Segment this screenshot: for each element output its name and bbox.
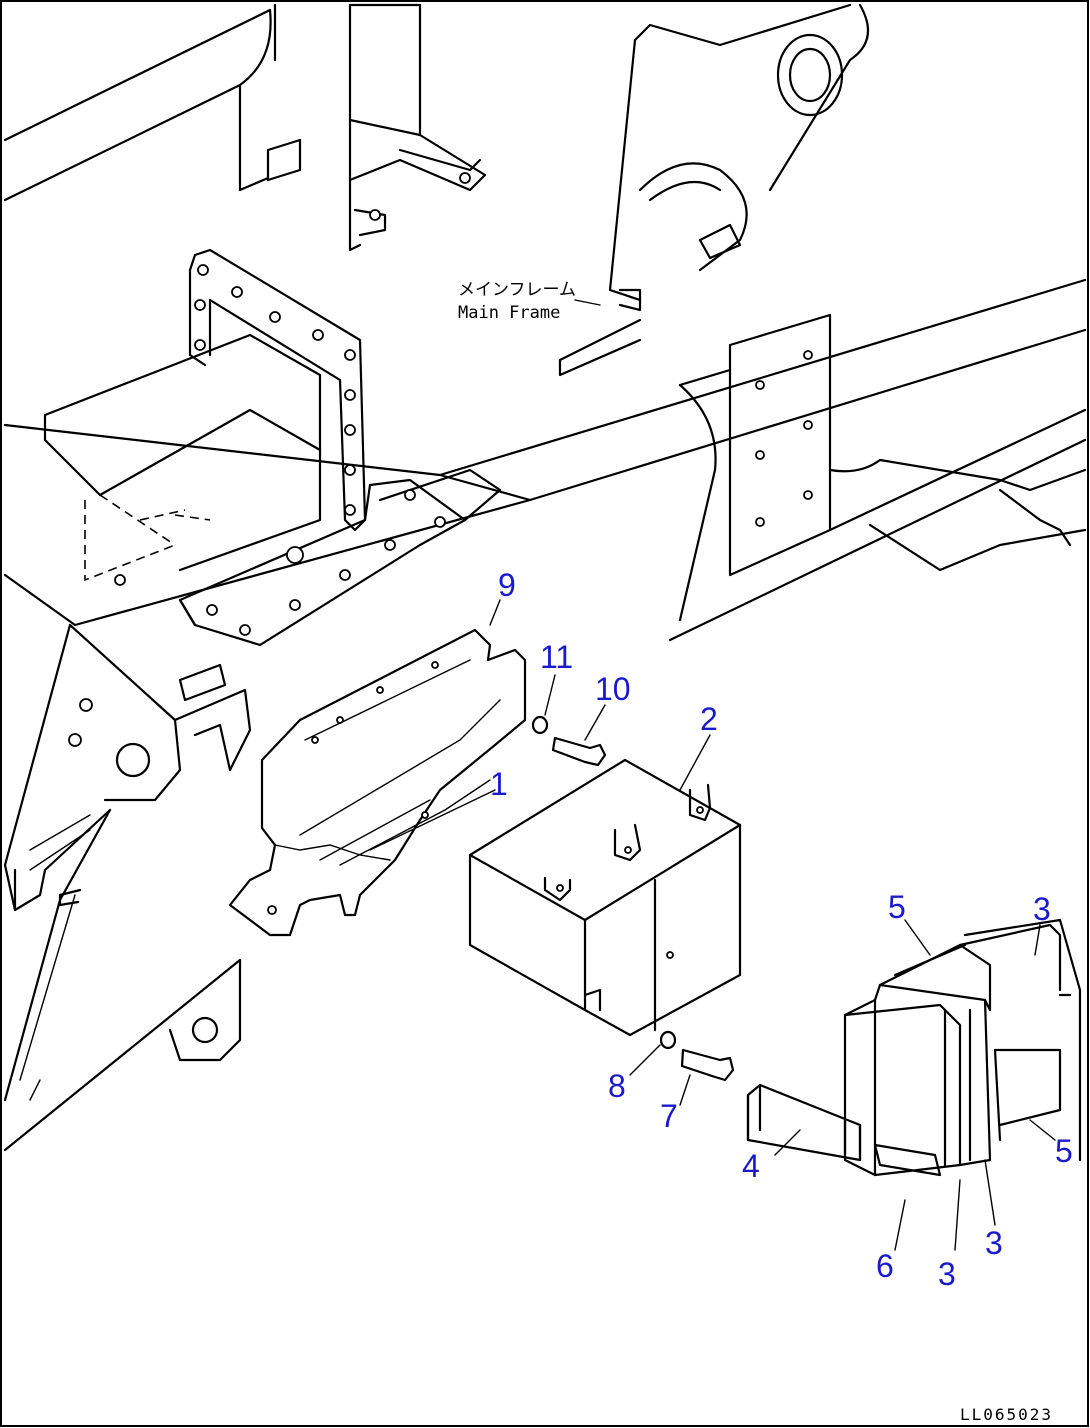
callout-7: 7 — [660, 1098, 678, 1134]
bolt-10 — [551, 736, 607, 767]
main-frame-label-en: Main Frame — [458, 303, 560, 323]
callout-3-bottom-left: 3 — [938, 1256, 956, 1292]
leader-lines — [369, 299, 1056, 1251]
callout-9: 9 — [498, 567, 516, 603]
callout-6: 6 — [876, 1248, 894, 1284]
washer-8 — [659, 1030, 677, 1050]
main-frame-label-jp: メインフレーム — [458, 280, 576, 300]
callout-8: 8 — [608, 1068, 626, 1104]
callout-3-top: 3 — [1033, 891, 1051, 927]
main-frame-drawing — [3, 3, 1087, 1152]
batteries — [746, 918, 1082, 1177]
callout-11: 11 — [540, 639, 573, 675]
bolt-holes — [68, 172, 813, 747]
callout-3-bottom-right: 3 — [985, 1225, 1003, 1261]
callouts: 9 11 10 2 1 5 3 8 7 4 6 3 3 5 — [490, 567, 1073, 1292]
callout-1: 1 — [490, 766, 508, 802]
bolt-7 — [680, 1048, 735, 1082]
callout-4: 4 — [742, 1148, 760, 1184]
washer-11 — [531, 715, 549, 735]
callout-5-bottom: 5 — [1055, 1133, 1073, 1169]
fasteners — [531, 715, 735, 1082]
drawing-code: LL065023 — [960, 1405, 1053, 1424]
callout-5-top: 5 — [888, 889, 906, 925]
callout-2: 2 — [700, 701, 718, 737]
part-9-bracket — [228, 628, 527, 937]
part-2-battery-box — [468, 758, 742, 1037]
callout-10: 10 — [595, 671, 631, 707]
